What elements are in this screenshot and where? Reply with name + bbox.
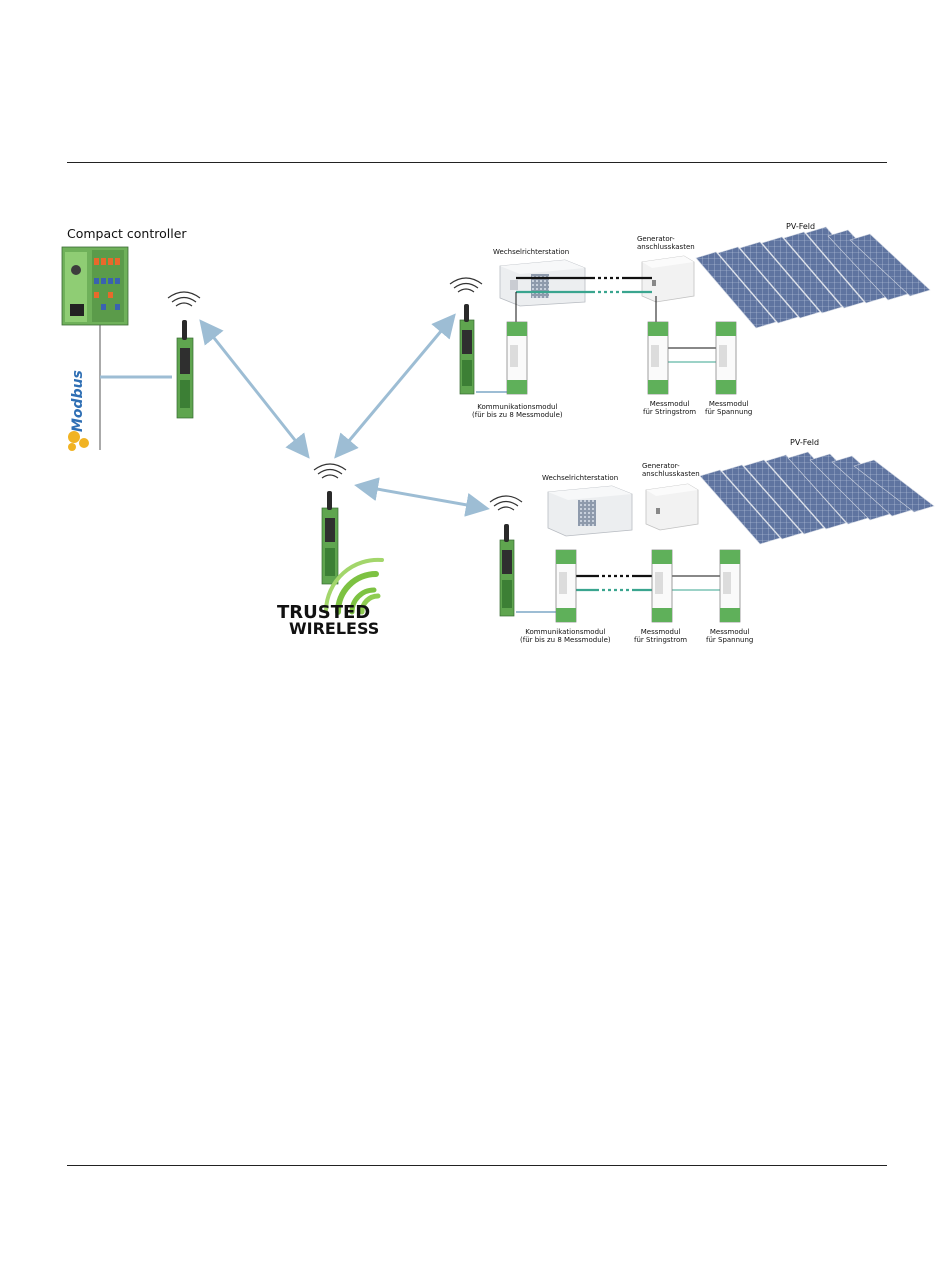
combiner-box-bottom <box>645 483 699 531</box>
pv-field-top <box>695 226 931 329</box>
combiner-label-top: Generator- anschlusskasten <box>637 235 695 251</box>
comm-module-top <box>506 321 528 395</box>
cables-top <box>476 276 720 393</box>
radio-module-controller <box>167 291 201 419</box>
link-repeater-bottom <box>354 477 490 517</box>
measure-current-label-top-line1: Messmodul <box>649 400 690 408</box>
controller-title: Compact controller <box>67 226 187 241</box>
measure-voltage-label-bottom-line1: Messmodul <box>709 628 750 636</box>
combiner-label-bottom-line1: Generator- <box>642 462 680 470</box>
measure-current-label-top-line2: für Stringstrom <box>643 408 697 417</box>
pv-field-bottom <box>699 451 935 545</box>
trusted-text: TRUSTED <box>277 602 370 623</box>
combiner-label-top-line1: Generator- <box>637 235 675 243</box>
comm-module-label-bottom: Kommunikationsmodul (für bis zu 8 Messmo… <box>520 628 611 644</box>
measure-module-current-top <box>647 321 669 395</box>
measure-module-voltage-top <box>715 321 737 395</box>
radio-module-repeater <box>313 463 347 585</box>
measure-current-label-bottom: Messmodul für Stringstrom <box>634 628 687 644</box>
inverter-station-top <box>499 259 586 307</box>
measure-voltage-label-bottom: Messmodul für Spannung <box>706 628 753 644</box>
header-rule <box>67 162 887 163</box>
wireless-links <box>199 313 490 517</box>
measure-voltage-label-bottom-line2: für Spannung <box>706 636 754 645</box>
radio-module-station-bottom <box>489 495 523 617</box>
comm-module-label-bottom-line1: Kommunikationsmodul <box>525 628 606 636</box>
pv-field-label-top: PV-Feld <box>786 222 816 231</box>
link-controller-repeater <box>199 319 310 459</box>
combiner-label-bottom-line2: anschlusskasten <box>642 470 700 479</box>
combiner-box-top <box>641 255 695 303</box>
cables-bottom <box>516 574 720 613</box>
comm-module-label-top-line2: (für bis zu 8 Messmodule) <box>472 411 563 420</box>
measure-module-voltage-bottom <box>719 549 741 623</box>
inverter-station-bottom <box>547 485 633 537</box>
comm-module-bottom <box>555 549 577 623</box>
measure-current-label-bottom-line1: Messmodul <box>640 628 681 636</box>
measure-voltage-label-top: Messmodul für Spannung <box>705 400 752 416</box>
combiner-label-bottom: Generator- anschlusskasten <box>642 462 700 478</box>
measure-voltage-label-top-line1: Messmodul <box>708 400 749 408</box>
link-repeater-top <box>334 313 456 459</box>
measure-voltage-label-top-line2: für Spannung <box>705 408 753 417</box>
measure-current-label-bottom-line2: für Stringstrom <box>634 636 688 645</box>
inverter-label-top: Wechselrichterstation <box>493 248 570 256</box>
radio-module-station-top <box>449 277 483 395</box>
combiner-label-top-line2: anschlusskasten <box>637 243 695 252</box>
modbus-logo-text: Modbus <box>70 370 86 432</box>
comm-module-label-top-line1: Kommunikationsmodul <box>477 403 558 411</box>
measure-module-current-bottom <box>651 549 673 623</box>
compact-controller <box>61 246 129 326</box>
pv-field-label-bottom: PV-Feld <box>790 438 820 447</box>
comm-module-label-bottom-line2: (für bis zu 8 Messmodule) <box>520 636 611 645</box>
comm-module-label-top: Kommunikationsmodul (für bis zu 8 Messmo… <box>472 403 563 419</box>
footer-rule <box>67 1165 887 1166</box>
measure-current-label-top: Messmodul für Stringstrom <box>643 400 696 416</box>
trusted-wireless-logo: TRUSTED WIRELESS <box>277 557 384 638</box>
modbus-logo: Modbus <box>68 370 89 451</box>
wireless-text: WIRELESS <box>289 619 379 638</box>
inverter-label-bottom: Wechselrichterstation <box>542 474 619 482</box>
